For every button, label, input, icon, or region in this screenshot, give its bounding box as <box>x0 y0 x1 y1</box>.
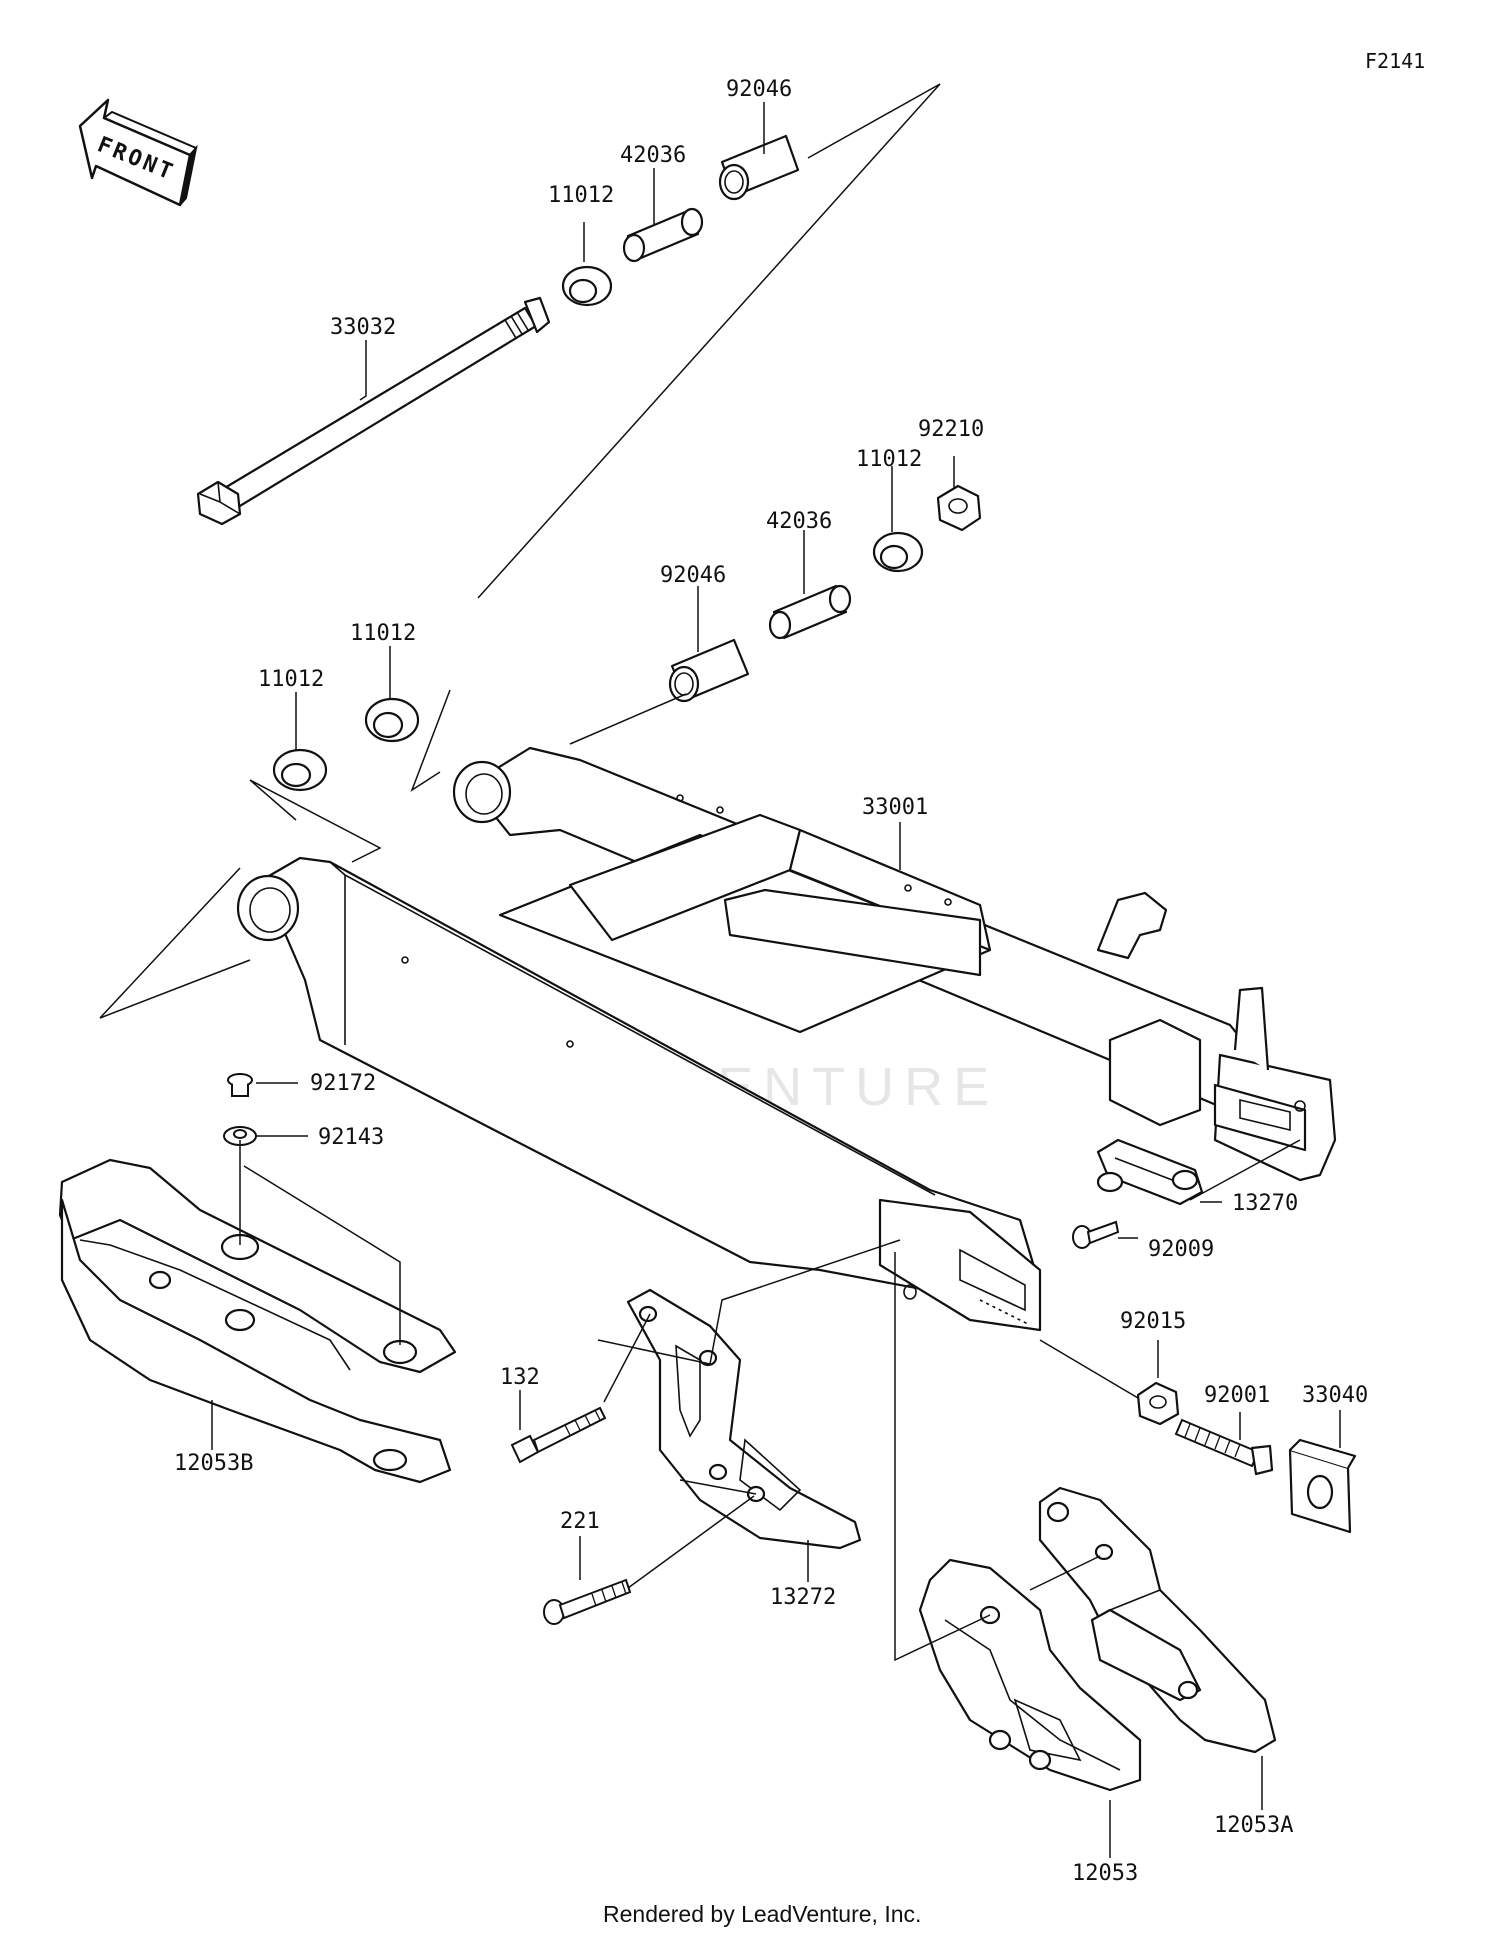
label-92046-mid: 92046 <box>660 563 726 588</box>
label-92009: 92009 <box>1148 1237 1214 1262</box>
chain-slider-12053A <box>1038 1486 1277 1754</box>
collar-42036-top <box>622 207 704 263</box>
needle-bearing-92046-top <box>718 134 800 201</box>
label-11012-left-a: 11012 <box>258 667 324 692</box>
screw-92009 <box>1072 1220 1120 1249</box>
seal-11012-top <box>561 265 613 307</box>
seal-11012-left-b <box>364 697 420 743</box>
diagram-code: F2141 <box>1365 49 1425 73</box>
nut-92015 <box>1136 1381 1180 1426</box>
label-92015: 92015 <box>1120 1309 1186 1334</box>
needle-bearing-92046-mid <box>668 638 750 703</box>
label-12053: 12053 <box>1072 1861 1138 1886</box>
label-92001: 92001 <box>1204 1383 1270 1408</box>
label-11012-mid: 11012 <box>856 447 922 472</box>
bolt-221 <box>543 1578 632 1625</box>
part-labels: 33032 11012 42036 92046 92210 11012 4203… <box>174 77 1368 1886</box>
label-33040: 33040 <box>1302 1383 1368 1408</box>
label-92210: 92210 <box>918 417 984 442</box>
label-13270: 13270 <box>1232 1191 1298 1216</box>
label-132: 132 <box>500 1365 540 1390</box>
label-12053A: 12053A <box>1214 1813 1293 1838</box>
credit-text: Rendered by LeadVenture, Inc. <box>603 1901 921 1927</box>
collar-42036-mid <box>768 584 852 640</box>
label-92046-top: 92046 <box>726 77 792 102</box>
label-92172: 92172 <box>310 1071 376 1096</box>
bolt-92172 <box>227 1073 253 1097</box>
label-11012-top: 11012 <box>548 183 614 208</box>
label-11012-left-b: 11012 <box>350 621 416 646</box>
block-33040 <box>1288 1438 1357 1534</box>
front-arrow-icon: FRONT <box>78 98 198 207</box>
nut-92210 <box>936 484 982 532</box>
adjuster-bolt-92001 <box>1174 1418 1274 1476</box>
washer-92143 <box>223 1126 257 1146</box>
label-42036-top: 42036 <box>620 143 686 168</box>
label-221: 221 <box>560 1509 600 1534</box>
label-33001: 33001 <box>862 795 928 820</box>
bolt-132 <box>510 1406 607 1464</box>
label-12053B: 12053B <box>174 1451 253 1476</box>
label-92143: 92143 <box>318 1125 384 1150</box>
seal-11012-mid <box>872 531 924 573</box>
pivot-shaft-33032 <box>196 296 551 526</box>
swingarm-33001 <box>236 746 1337 1332</box>
chain-guide-13272 <box>626 1288 862 1550</box>
leader-lines <box>99 83 1341 1858</box>
chain-slider-12053B <box>58 1158 457 1484</box>
label-33032: 33032 <box>330 315 396 340</box>
seal-11012-left-a <box>272 748 328 792</box>
label-42036-mid: 42036 <box>766 509 832 534</box>
label-13272: 13272 <box>770 1585 836 1610</box>
chain-adjuster-13270 <box>1096 1138 1204 1206</box>
